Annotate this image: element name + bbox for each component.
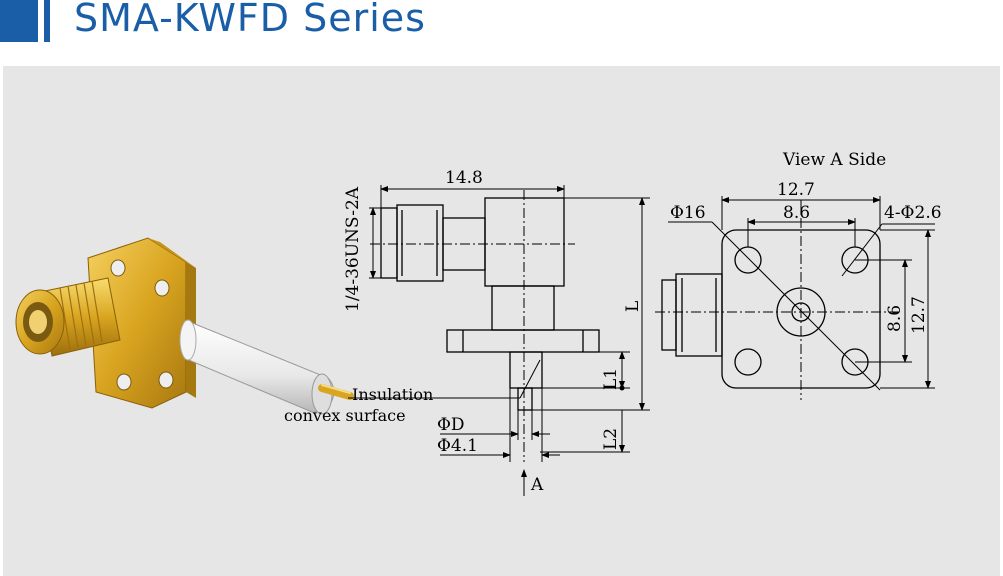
page-header: SMA-KWFD Series [0, 0, 1003, 52]
header-accent-bar [0, 0, 38, 42]
view-a-side-label: View A Side [782, 150, 886, 170]
dim-phi-16: Φ16 [670, 203, 706, 223]
page-title: SMA-KWFD Series [74, 0, 426, 40]
insulation-label: Insulation [352, 385, 433, 404]
dim-phi-d: ΦD [437, 415, 465, 435]
dim-L2: L2 [601, 428, 621, 450]
dim-L1: L1 [601, 368, 621, 390]
dim-length-L: L [623, 301, 643, 312]
dim-8-6-top: 8.6 [783, 203, 810, 223]
dim-phi-4-1: Φ4.1 [437, 436, 478, 456]
dim-12-7-side: 12.7 [909, 296, 929, 334]
side-view [380, 197, 600, 411]
connector-3d-illustration [15, 237, 354, 415]
front-view [661, 229, 881, 389]
dim-8-6-side: 8.6 [885, 305, 905, 332]
view-arrow-label: A [530, 475, 544, 495]
header-accent-stripe [44, 0, 50, 42]
dim-12-7-top: 12.7 [777, 180, 815, 200]
dim-thread-spec: 1/4-36UNS-2A [343, 186, 363, 312]
dim-overall-length: 14.8 [445, 168, 483, 188]
insulation-label-2: convex surface [284, 406, 406, 425]
dim-holes: 4-Φ2.6 [884, 203, 942, 223]
